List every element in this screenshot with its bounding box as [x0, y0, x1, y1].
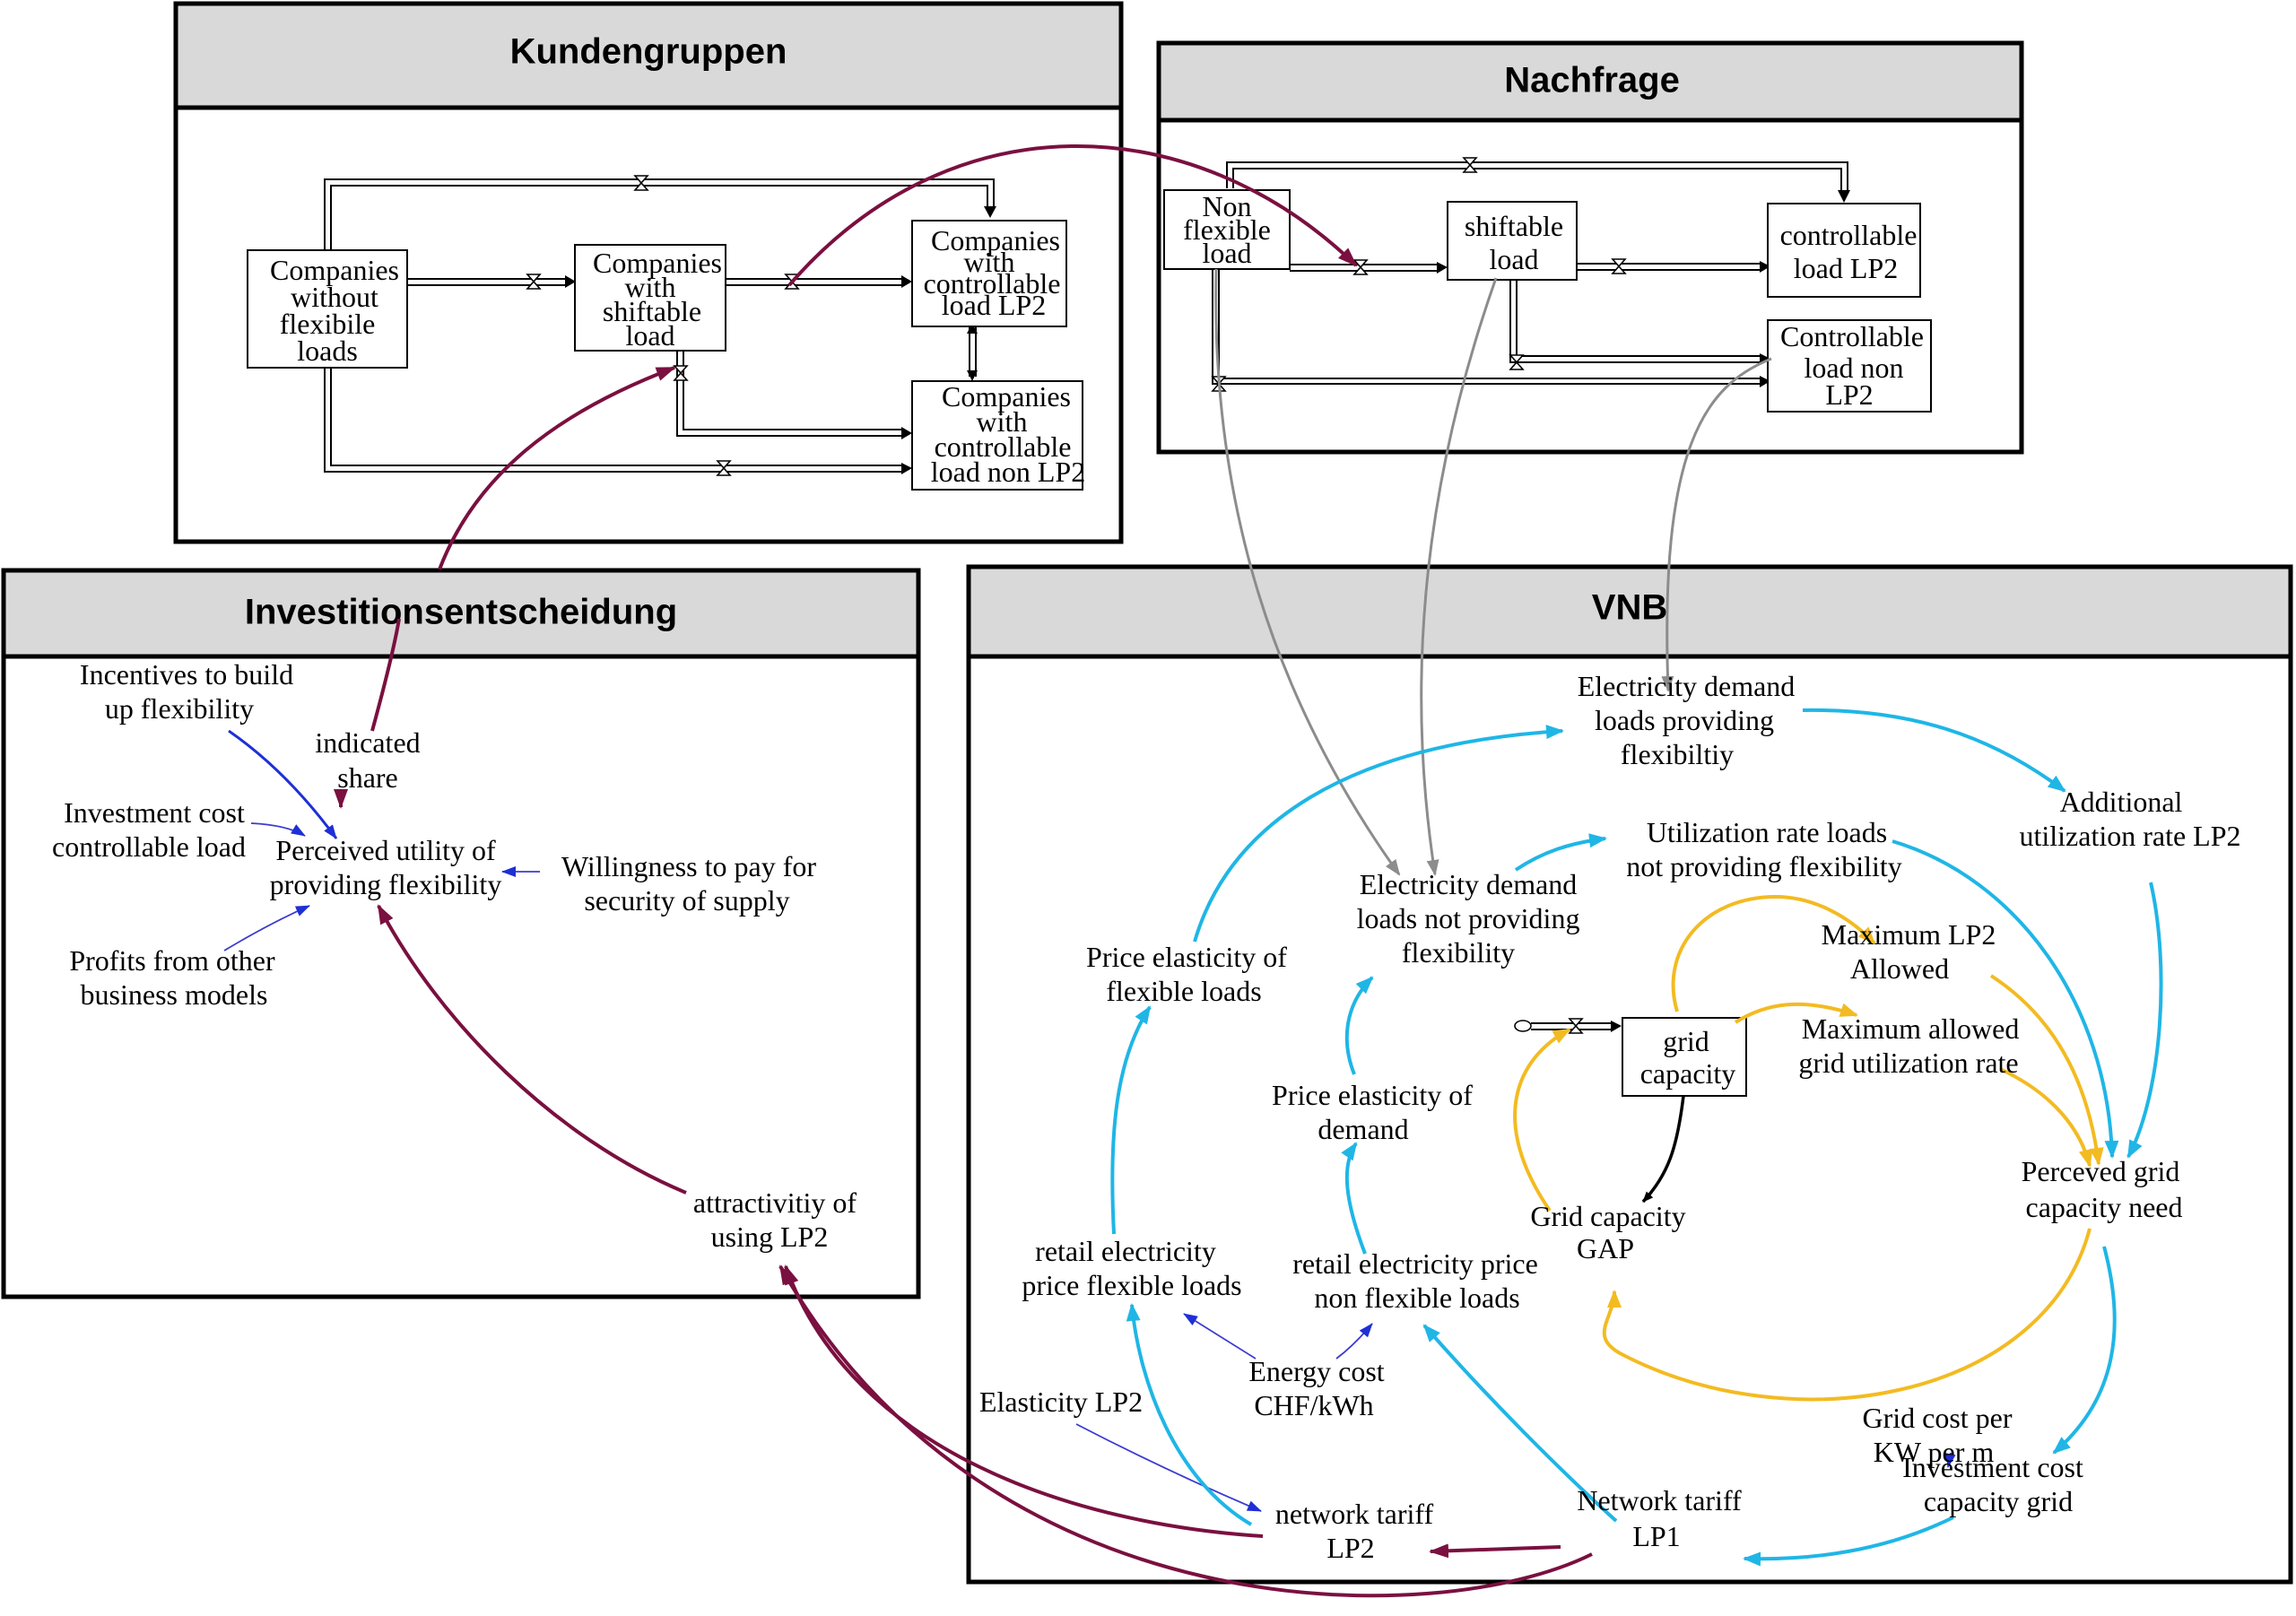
links-black	[1641, 1095, 1685, 1203]
links-gray	[1214, 268, 1772, 876]
panel-title-nachfrage: Nachfrage	[1504, 61, 1680, 100]
links-cyan	[1110, 708, 2163, 1567]
kundengruppen-flows	[324, 175, 996, 476]
var-elasticity-lp2: Elasticity LP2	[979, 1386, 1143, 1418]
links-gold	[1513, 894, 2104, 1402]
nachfrage-flows	[1211, 157, 1850, 392]
panel-title-investitionsentscheidung: Investitionsentscheidung	[245, 593, 677, 632]
panel-title-kundengruppen: Kundengruppen	[510, 32, 787, 72]
panel-kundengruppen: Kundengruppen	[173, 1, 1124, 544]
panel-investitionsentscheidung: Investitionsentscheidung	[1, 568, 921, 1299]
panel-vnb: VNB	[966, 564, 2293, 1585]
links-blue	[223, 729, 1956, 1512]
panel-nachfrage: Nachfrage	[1156, 40, 2024, 455]
links-plum	[334, 144, 1593, 1598]
panel-title-vnb: VNB	[1592, 588, 1667, 628]
